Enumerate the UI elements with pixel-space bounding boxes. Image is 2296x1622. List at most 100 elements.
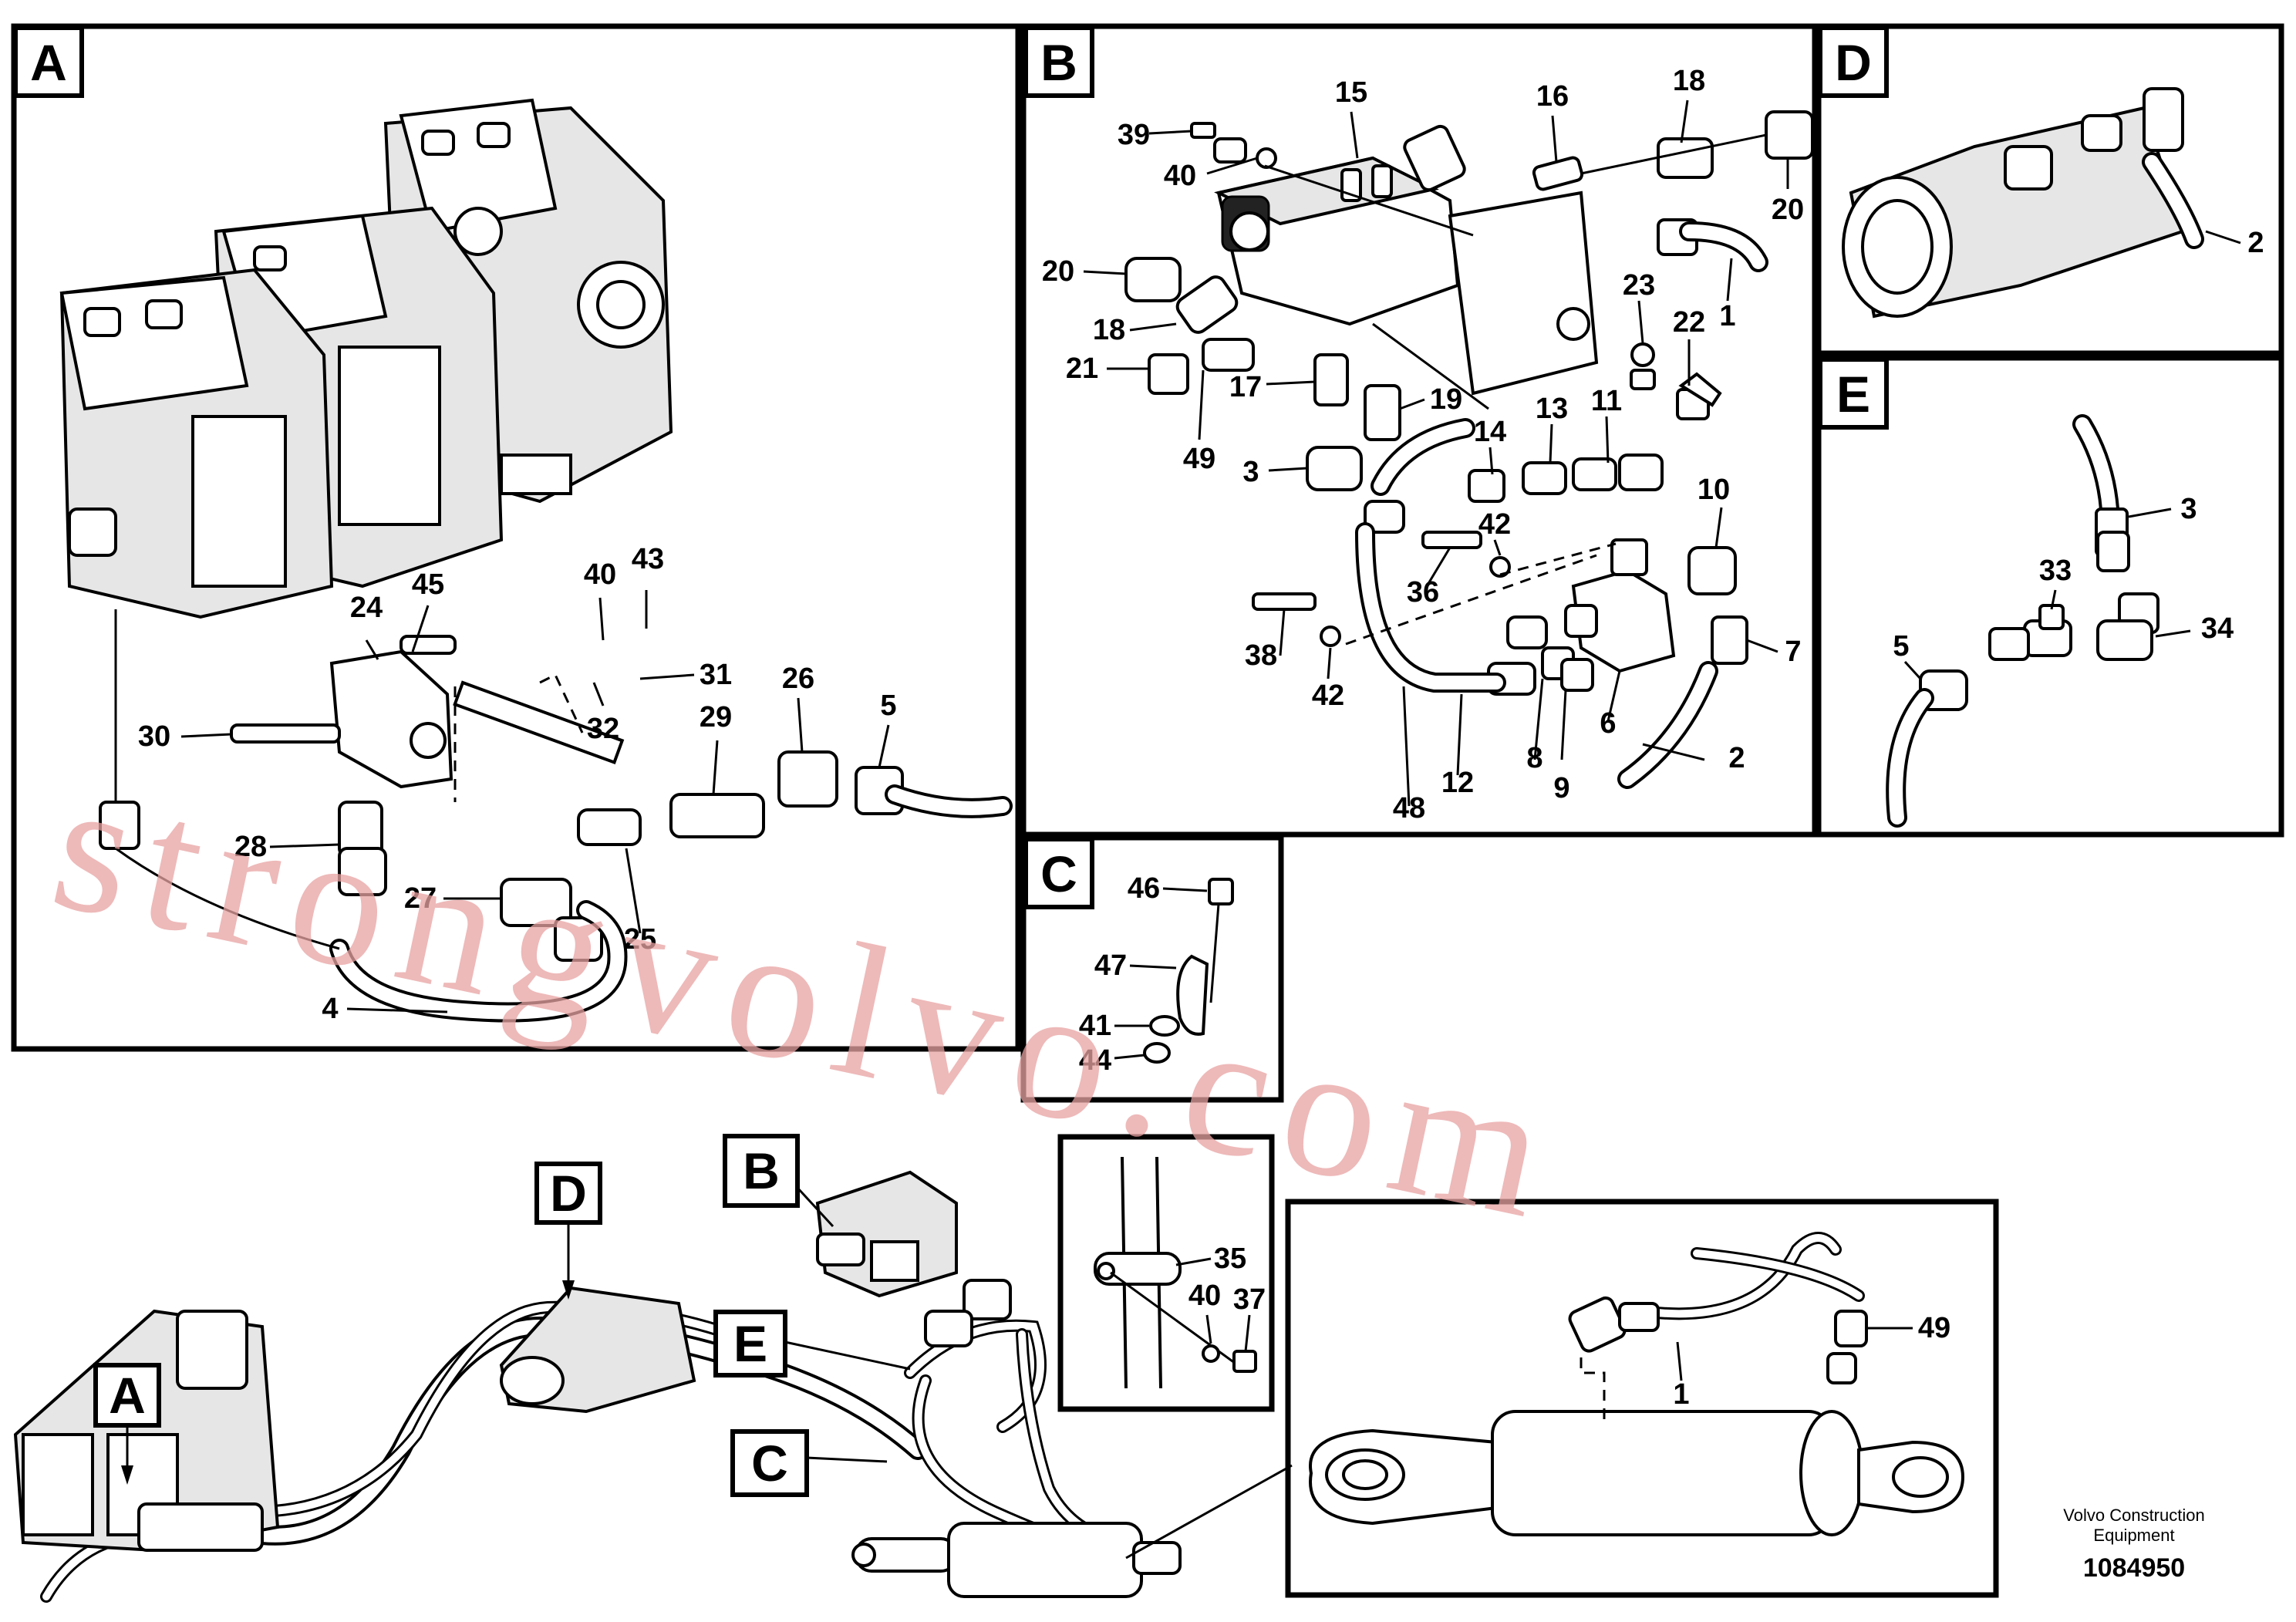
panel-a: A xyxy=(11,23,1021,1052)
callout-49: 49 xyxy=(1183,443,1215,475)
overview: 35 40 37 49 1 B xyxy=(13,1134,1999,1603)
overview-tag-e: E xyxy=(733,1315,767,1372)
panel-d-label: D xyxy=(1835,34,1872,91)
callout-13: 13 xyxy=(1536,393,1568,425)
watermark: strongvolvo.com xyxy=(38,738,1578,1261)
callout-3: 3 xyxy=(2180,493,2197,525)
watermark-text: strongvolvo.com xyxy=(38,738,1578,1261)
valve-block-15 xyxy=(1214,124,1599,396)
callout-40: 40 xyxy=(1164,160,1196,192)
callout-16: 16 xyxy=(1536,80,1569,113)
callout-39: 39 xyxy=(1118,119,1150,151)
overview-tag-d: D xyxy=(550,1165,587,1222)
callout-26: 26 xyxy=(782,663,814,695)
brand-line-2: Equipment xyxy=(2093,1526,2174,1545)
callout-47: 47 xyxy=(1094,949,1127,982)
pump-d xyxy=(1842,87,2185,319)
callout-15: 15 xyxy=(1335,76,1367,109)
callout-48: 48 xyxy=(1393,792,1425,824)
hose-5 xyxy=(885,784,1013,818)
callout-1: 1 xyxy=(1719,300,1735,332)
panel-c-leaders xyxy=(1114,887,1208,1060)
callout-34: 34 xyxy=(2201,612,2234,645)
callout-40: 40 xyxy=(584,558,616,591)
panel-c-label: C xyxy=(1040,845,1077,902)
callout-45: 45 xyxy=(412,568,444,601)
callout-1: 1 xyxy=(1673,1378,1689,1411)
callout-7: 7 xyxy=(1785,636,1801,668)
fittings-b xyxy=(1124,110,1814,696)
callout-2: 2 xyxy=(2247,227,2264,259)
callout-8: 8 xyxy=(1526,742,1542,774)
callout-30: 30 xyxy=(138,720,170,753)
callout-12: 12 xyxy=(1441,767,1474,799)
panel-b-callouts: 39 15 16 18 40 20 20 23 1 22 18 21 17 19… xyxy=(1042,65,1804,824)
overview-valve-b xyxy=(815,1170,1012,1347)
figure-number: 1084950 xyxy=(2083,1553,2185,1583)
panel-b-label: B xyxy=(1040,34,1077,91)
callout-28: 28 xyxy=(234,831,267,863)
callout-37: 37 xyxy=(1233,1283,1266,1316)
panel-e-leaders xyxy=(1903,508,2191,680)
callout-40: 40 xyxy=(1188,1280,1221,1312)
callout-42: 42 xyxy=(1478,508,1511,541)
callout-31: 31 xyxy=(700,659,732,691)
callout-20: 20 xyxy=(1042,255,1074,288)
hoses-b xyxy=(1264,133,1768,789)
callout-24: 24 xyxy=(350,592,383,624)
callout-18: 18 xyxy=(1093,314,1125,346)
fittings-e xyxy=(1886,414,2159,828)
callout-25: 25 xyxy=(624,923,656,956)
callout-38: 38 xyxy=(1245,639,1277,672)
callout-4: 4 xyxy=(322,993,338,1025)
valve-block-24 xyxy=(230,635,625,789)
panel-a-callouts: 45 24 40 43 31 32 26 29 5 30 28 27 25 4 xyxy=(138,543,897,1025)
detail-box-clip xyxy=(1057,1134,1275,1412)
tube-line xyxy=(115,847,340,950)
panel-c: C 46 47 41 44 xyxy=(1020,835,1284,1103)
callout-49: 49 xyxy=(1918,1312,1950,1344)
overview-tag-c: C xyxy=(751,1435,788,1492)
panel-e: E 3 33 34 5 xyxy=(1816,355,2284,838)
panel-d: D 2 xyxy=(1816,23,2284,356)
panel-e-label: E xyxy=(1836,366,1870,423)
fitting-chain-a xyxy=(99,750,904,962)
clamp-c xyxy=(1143,878,1234,1064)
callout-44: 44 xyxy=(1079,1044,1111,1077)
callout-6: 6 xyxy=(1600,707,1616,740)
callout-35: 35 xyxy=(1214,1243,1246,1275)
callout-5: 5 xyxy=(1893,630,1909,663)
callout-27: 27 xyxy=(404,882,437,915)
panel-a-leaders xyxy=(180,590,890,1013)
callout-2: 2 xyxy=(1728,742,1745,774)
callout-42: 42 xyxy=(1312,679,1344,712)
callout-17: 17 xyxy=(1229,371,1262,403)
callout-14: 14 xyxy=(1474,416,1506,448)
callout-43: 43 xyxy=(632,543,664,575)
panel-a-label: A xyxy=(30,34,67,91)
callout-10: 10 xyxy=(1698,474,1730,506)
footer: Volvo Construction Equipment 1084950 xyxy=(2063,1506,2204,1583)
overview-tag-b: B xyxy=(743,1142,780,1199)
callout-19: 19 xyxy=(1430,383,1462,416)
callout-9: 9 xyxy=(1553,772,1569,804)
callout-33: 33 xyxy=(2039,555,2072,587)
hose-4 xyxy=(329,900,628,1023)
callout-3: 3 xyxy=(1242,456,1259,488)
overview-cylinder xyxy=(851,1522,1182,1598)
callout-23: 23 xyxy=(1623,269,1655,302)
callout-41: 41 xyxy=(1079,1010,1111,1042)
overview-pump-a xyxy=(13,1309,280,1553)
overview-tag-a: A xyxy=(109,1367,146,1424)
callout-11: 11 xyxy=(1591,385,1622,417)
callout-29: 29 xyxy=(700,701,732,733)
callout-46: 46 xyxy=(1128,872,1160,905)
cylinder-detail xyxy=(1309,1232,1965,1536)
callout-18: 18 xyxy=(1673,65,1705,97)
brand-line-1: Volvo Construction xyxy=(2063,1506,2204,1525)
callout-22: 22 xyxy=(1673,306,1705,339)
callout-5: 5 xyxy=(880,690,896,722)
callout-32: 32 xyxy=(587,713,619,745)
callout-20: 20 xyxy=(1772,194,1804,226)
